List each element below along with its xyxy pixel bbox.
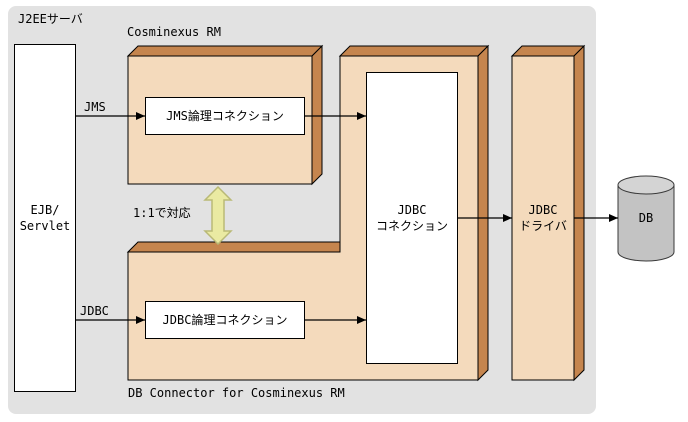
jdbc-driver-box-top-face	[510, 45, 586, 57]
jdbc-driver-box-right-face	[573, 44, 585, 382]
jms-logical-connection-label: JMS論理コネクション	[166, 109, 284, 123]
jdbc-connection-label-line1: JDBC	[397, 203, 427, 217]
connection-arrows	[76, 112, 618, 324]
jdbc-connection-label-line2: コネクション	[375, 219, 448, 233]
jdbc-edge-label: JDBC	[80, 304, 109, 318]
jms-logical-connection-box: JMS論理コネクション	[145, 97, 305, 135]
jdbc-driver-box	[510, 44, 586, 382]
cosminexus-rm-box-top-face	[126, 45, 324, 57]
jdbc-logical-connection-label: JDBC論理コネクション	[162, 313, 288, 327]
db-cylinder-body	[617, 184, 675, 262]
db-cylinder-top	[617, 175, 675, 195]
jdbc-driver-box-front-face	[511, 55, 575, 381]
db-connector-arm-top-face	[126, 241, 352, 253]
db-connector-top-face	[338, 45, 490, 57]
jdbc-logical-connection-box: JDBC論理コネクション	[145, 301, 305, 339]
cosminexus-rm-label: Cosminexus RM	[127, 25, 221, 39]
one-to-one-mapping-arrow	[203, 185, 233, 246]
db-label-text: DB	[638, 211, 654, 225]
jdbc-connection-box: JDBC コネクション	[366, 72, 458, 364]
cosminexus-rm-box-right-face	[311, 44, 323, 186]
ejb-servlet-box: EJB/ Servlet	[14, 44, 76, 392]
ejb-servlet-label-line2: Servlet	[19, 219, 71, 233]
jdbc-driver-label-line2: ドライバ	[519, 219, 567, 233]
jms-edge-label: JMS	[84, 100, 106, 114]
db-label: DB	[618, 180, 674, 256]
db-connector-right-face	[477, 44, 489, 382]
ejb-servlet-label-line1: EJB/	[30, 203, 60, 217]
db-connector-label: DB Connector for Cosminexus RM	[128, 386, 345, 400]
jdbc-driver-label-line1: JDBC	[528, 203, 558, 217]
j2ee-server-label: J2EEサーバ	[18, 12, 83, 26]
one-to-one-mapping-label: 1:1で対応	[133, 206, 191, 220]
db-cylinder	[617, 175, 675, 262]
jdbc-driver-label: JDBC ドライバ	[512, 56, 574, 380]
